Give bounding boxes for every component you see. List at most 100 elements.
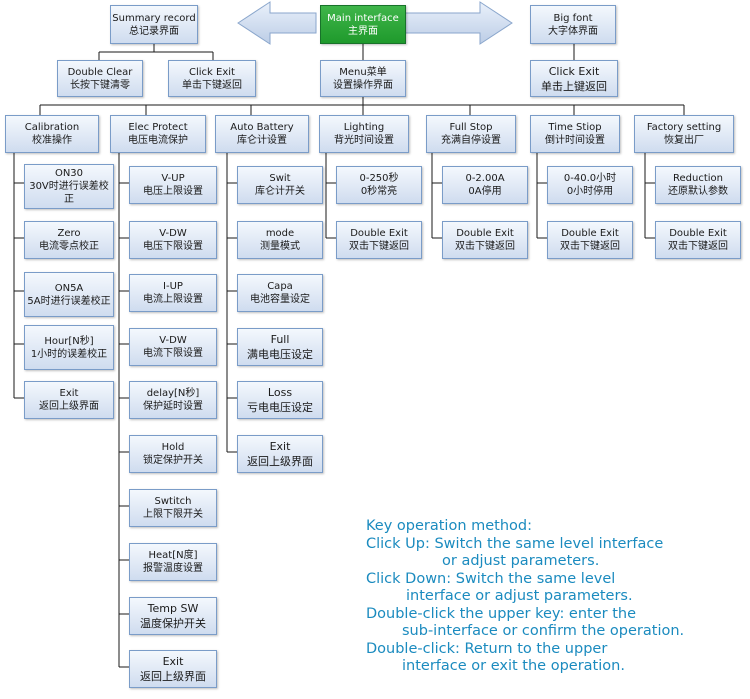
elec-item-i-dw[interactable]: V-DW 电流下限设置	[129, 328, 217, 366]
elec-item-title: Swtitch	[154, 496, 192, 507]
elec-item-subtitle: 返回上级界面	[140, 670, 206, 683]
click-exit-right-title: Click Exit	[548, 64, 600, 78]
category-full-stop[interactable]: Full Stop 充满自停设置	[426, 115, 516, 153]
click-exit-right-box[interactable]: Click Exit 单击上键返回	[530, 60, 618, 97]
lighting-item-exit[interactable]: Double Exit 双击下键返回	[336, 221, 422, 259]
fullstop-item-title: Double Exit	[456, 228, 514, 239]
factory-item-title: Double Exit	[669, 228, 727, 239]
main-interface-subtitle: 主界面	[348, 25, 378, 37]
double-clear-box[interactable]: Double Clear 长按下键清零	[57, 60, 143, 97]
elec-item-delay[interactable]: delay[N秒] 保护延时设置	[129, 381, 217, 419]
lighting-item-subtitle: 双击下键返回	[349, 241, 409, 252]
category-calibration[interactable]: Calibration 校准操作	[5, 115, 99, 153]
summary-record-box[interactable]: Summary record 总记录界面	[110, 5, 198, 44]
battery-item-full[interactable]: Full 满电电压设定	[237, 328, 323, 366]
menu-box[interactable]: Menu菜单 设置操作界面	[320, 60, 406, 97]
battery-item-subtitle: 亏电电压设定	[247, 401, 313, 414]
battery-item-swit[interactable]: Swit 库仑计开关	[237, 166, 323, 204]
battery-item-title: Capa	[267, 281, 293, 292]
calibration-item-title: Hour[N秒]	[44, 335, 94, 347]
elec-item-v-up[interactable]: V-UP 电压上限设置	[129, 166, 217, 204]
click-exit-left-subtitle: 单击下键返回	[182, 79, 242, 91]
elec-item-title: I-UP	[163, 281, 183, 292]
notes-line: Click Down: Switch the same level	[366, 570, 616, 587]
category-time-stop-title: Time Stiop	[548, 122, 602, 133]
factory-item-exit[interactable]: Double Exit 双击下键返回	[655, 221, 741, 259]
calibration-item-subtitle: 1小时的误差校正	[30, 348, 108, 360]
click-exit-left-box[interactable]: Click Exit 单击下键返回	[168, 60, 256, 97]
time-item-range[interactable]: 0-40.0小时 0小时停用	[547, 166, 633, 204]
battery-item-title: Exit	[269, 440, 291, 453]
battery-item-loss[interactable]: Loss 亏电电压设定	[237, 381, 323, 419]
elec-item-subtitle: 电压上限设置	[143, 186, 203, 197]
elec-item-v-dw[interactable]: V-DW 电压下限设置	[129, 221, 217, 259]
elec-item-heat[interactable]: Heat[N度] 报警温度设置	[129, 543, 217, 581]
elec-item-title: Exit	[162, 655, 184, 668]
lighting-item-title: 0-250秒	[359, 173, 399, 184]
calibration-item-zero[interactable]: Zero 电流零点校正	[24, 221, 114, 259]
category-elec-protect[interactable]: Elec Protect 电压电流保护	[110, 115, 206, 153]
time-item-exit[interactable]: Double Exit 双击下键返回	[547, 221, 633, 259]
double-clear-title: Double Clear	[67, 66, 133, 78]
fullstop-item-range[interactable]: 0-2.00A 0A停用	[442, 166, 528, 204]
elec-item-title: Temp SW	[147, 602, 199, 615]
elec-item-subtitle: 电压下限设置	[143, 241, 203, 252]
calibration-item-title: ON5A	[54, 282, 84, 294]
elec-item-hold[interactable]: Hold 锁定保护开关	[129, 435, 217, 473]
notes-line: Click Up: Switch the same level interfac…	[366, 535, 664, 552]
calibration-item-hour[interactable]: Hour[N秒] 1小时的误差校正	[24, 325, 114, 370]
calibration-item-on30[interactable]: ON30 30V时进行误差校正	[24, 164, 114, 209]
battery-item-exit[interactable]: Exit 返回上级界面	[237, 435, 323, 473]
category-lighting[interactable]: Lighting 背光时间设置	[319, 115, 409, 153]
notes-line: interface or exit the operation.	[402, 658, 625, 674]
category-time-stop-subtitle: 倒计时间设置	[545, 135, 605, 146]
click-exit-right-subtitle: 单击上键返回	[541, 79, 607, 93]
factory-item-reduction[interactable]: Reduction 还原默认参数	[655, 166, 741, 204]
double-clear-subtitle: 长按下键清零	[70, 79, 130, 91]
fullstop-item-title: 0-2.00A	[465, 173, 505, 184]
notes-line: Double-click the upper key: enter the	[366, 605, 637, 622]
fullstop-item-subtitle: 0A停用	[468, 186, 502, 197]
notes-line: sub-interface or confirm the operation.	[402, 623, 685, 639]
elec-item-subtitle: 电流上限设置	[143, 294, 203, 305]
battery-item-title: Full	[270, 333, 290, 346]
factory-item-subtitle: 还原默认参数	[668, 186, 728, 197]
key-operation-notes: Key operation method: Click Up: Switch t…	[366, 518, 684, 676]
time-item-subtitle: 0小时停用	[566, 186, 614, 197]
battery-item-subtitle: 返回上级界面	[247, 455, 313, 468]
elec-item-exit[interactable]: Exit 返回上级界面	[129, 650, 217, 688]
category-factory-setting-title: Factory setting	[646, 122, 722, 133]
summary-record-subtitle: 总记录界面	[129, 25, 179, 37]
category-full-stop-subtitle: 充满自停设置	[441, 135, 501, 146]
battery-item-subtitle: 测量模式	[260, 241, 300, 252]
calibration-item-on5a[interactable]: ON5A 5A时进行误差校正	[24, 272, 114, 317]
elec-item-subtitle: 保护延时设置	[143, 401, 203, 412]
notes-heading: Key operation method:	[366, 518, 533, 534]
calibration-item-subtitle: 返回上级界面	[39, 401, 99, 412]
right-arrow-icon	[387, 1, 513, 45]
category-auto-battery[interactable]: Auto Battery 库仑计设置	[215, 115, 309, 153]
category-time-stop[interactable]: Time Stiop 倒计时间设置	[530, 115, 620, 153]
category-factory-setting-subtitle: 恢复出厂	[664, 135, 704, 146]
category-auto-battery-subtitle: 库仑计设置	[237, 135, 287, 146]
lighting-item-range[interactable]: 0-250秒 0秒常亮	[336, 166, 422, 204]
elec-item-switch[interactable]: Swtitch 上限下限开关	[129, 489, 217, 527]
elec-item-subtitle: 锁定保护开关	[143, 455, 203, 466]
main-interface-box[interactable]: Main interface 主界面	[320, 5, 406, 44]
elec-item-temp-sw[interactable]: Temp SW 温度保护开关	[129, 597, 217, 635]
big-font-box[interactable]: Big font 大字体界面	[530, 5, 616, 44]
big-font-title: Big font	[553, 12, 593, 24]
elec-item-i-up[interactable]: I-UP 电流上限设置	[129, 274, 217, 312]
battery-item-title: mode	[265, 228, 295, 239]
elec-item-title: V-UP	[161, 173, 185, 184]
big-font-subtitle: 大字体界面	[548, 25, 598, 37]
category-factory-setting[interactable]: Factory setting 恢复出厂	[634, 115, 734, 153]
elec-item-title: Heat[N度]	[148, 550, 198, 561]
calibration-item-exit[interactable]: Exit 返回上级界面	[24, 381, 114, 419]
fullstop-item-exit[interactable]: Double Exit 双击下键返回	[442, 221, 528, 259]
calibration-item-subtitle: 30V时进行误差校正	[29, 181, 109, 205]
battery-item-mode[interactable]: mode 测量模式	[237, 221, 323, 259]
battery-item-capa[interactable]: Capa 电池容量设定	[237, 274, 323, 312]
notes-line: Double-click: Return to the upper	[366, 640, 608, 657]
category-elec-protect-title: Elec Protect	[128, 122, 188, 133]
